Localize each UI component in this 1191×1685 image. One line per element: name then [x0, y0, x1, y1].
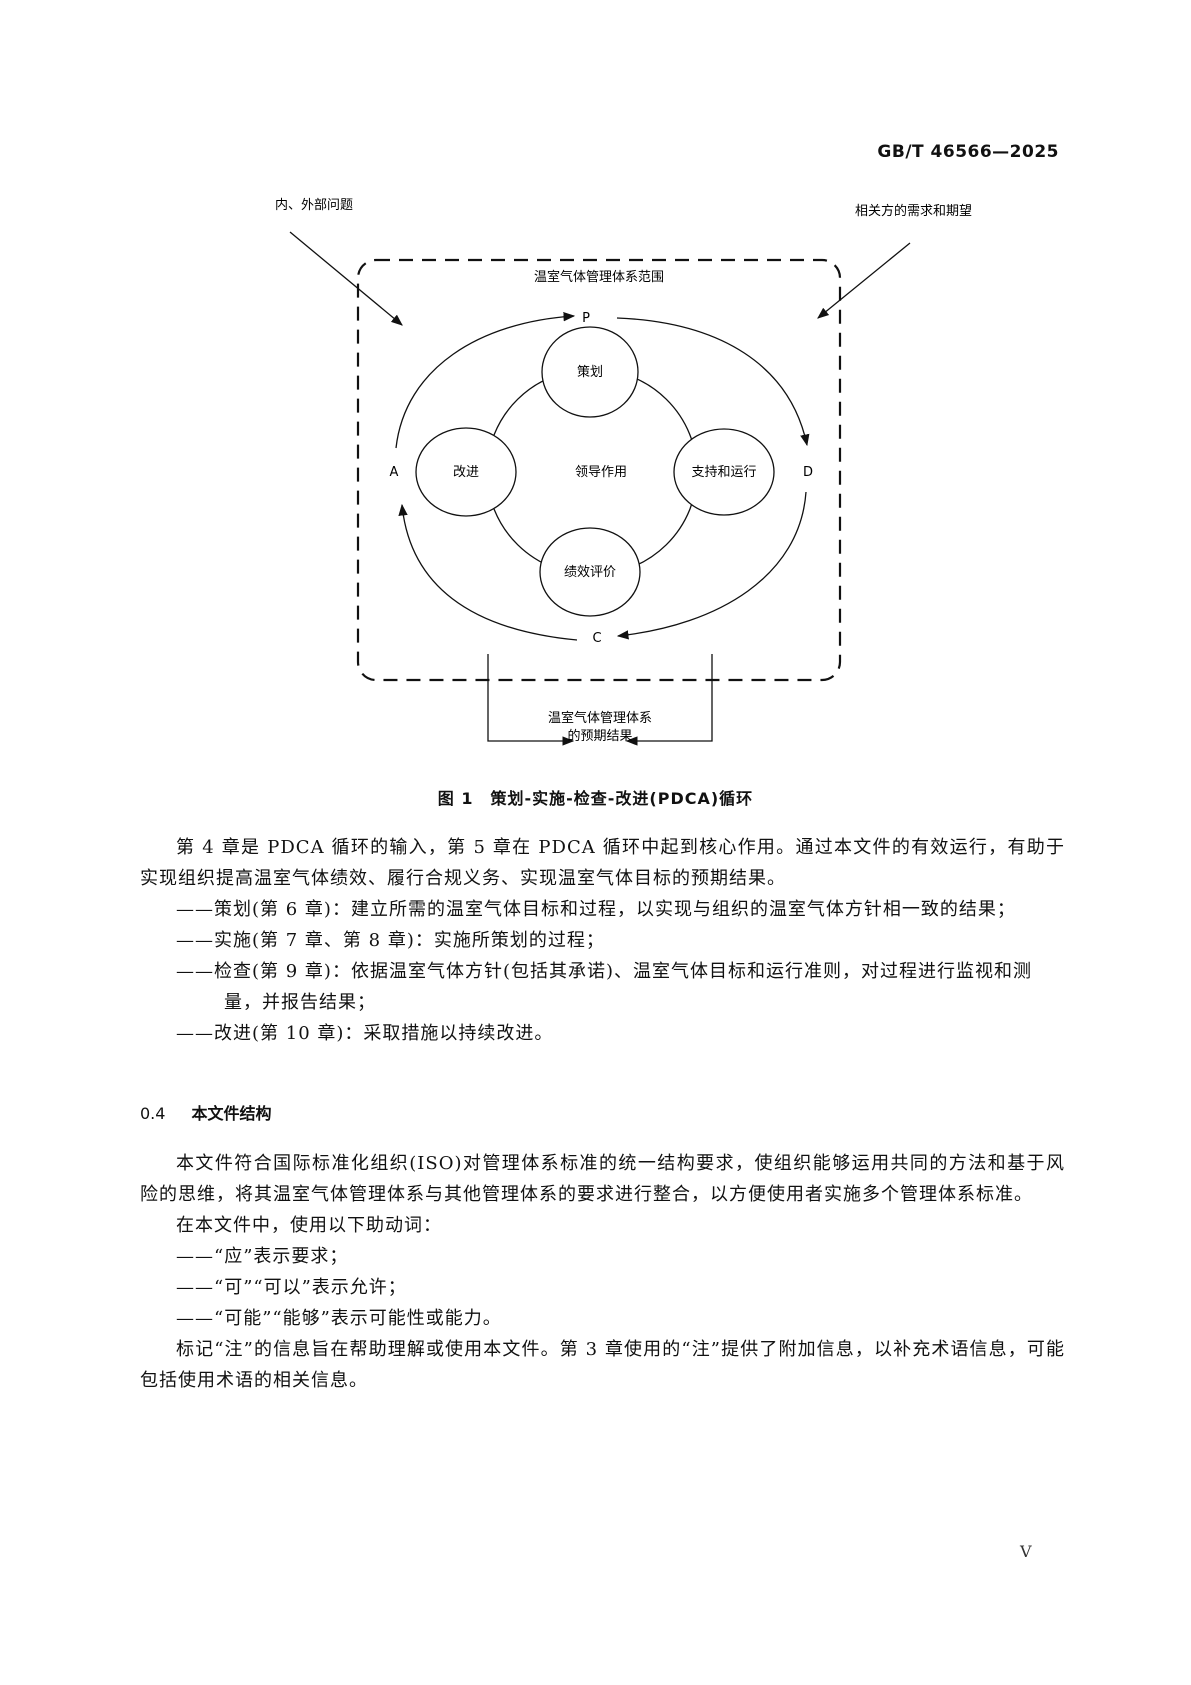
- arrow-d-to-c: [616, 491, 807, 640]
- support-circle: [673, 428, 775, 516]
- pdca-description: 第 4 章是 PDCA 循环的输入，第 5 章在 PDCA 循环中起到核心作用。…: [140, 832, 1065, 1049]
- output-bracket-right: [625, 654, 713, 746]
- stakeholder-needs-arrow: [817, 242, 911, 319]
- page-number: V: [1020, 1542, 1032, 1561]
- paragraph: 第 4 章是 PDCA 循环的输入，第 5 章在 PDCA 循环中起到核心作用。…: [140, 837, 1065, 889]
- figure-caption: 图 1 策划-实施-检查-改进(PDCA)循环: [437, 789, 754, 808]
- external-issues-label: 内、外部问题: [275, 197, 353, 213]
- improve-label: 改进: [453, 465, 479, 480]
- evaluate-circle: [539, 527, 641, 617]
- pdca-diagram: 内、外部问题 相关方的需求和期望 温室气体管理体系范围 P D C A 领导作用…: [275, 197, 972, 746]
- pdca-figure: 内、外部问题 相关方的需求和期望 温室气体管理体系范围 P D C A 领导作用…: [0, 0, 1191, 760]
- support-label: 支持和运行: [691, 465, 756, 480]
- list-item: ——策划(第 6 章)：建立所需的温室气体目标和过程，以实现与组织的温室气体方针…: [176, 899, 1016, 920]
- list-item: ——“可能”“能够”表示可能性或能力。: [176, 1308, 502, 1329]
- scope-label: 温室气体管理体系范围: [534, 269, 664, 285]
- paragraph: 标记“注”的信息旨在帮助理解或使用本文件。第 3 章使用的“注”提供了附加信息，…: [140, 1339, 1065, 1391]
- scope-boundary: [356, 258, 842, 682]
- document-id: GB/T 46566—2025: [877, 142, 1059, 162]
- output-label-line1: 温室气体管理体系: [548, 710, 652, 726]
- paragraph: 在本文件中，使用以下助动词：: [176, 1215, 442, 1236]
- list-item: ——“可”“可以”表示允许；: [176, 1277, 407, 1298]
- arrow-p-to-d: [616, 317, 810, 447]
- paragraph: 本文件符合国际标准化组织(ISO)对管理体系标准的统一结构要求，使组织能够运用共…: [140, 1153, 1065, 1205]
- list-item: ——“应”表示要求；: [176, 1246, 349, 1267]
- section-heading: 0.4 本文件结构: [140, 1100, 271, 1124]
- arrow-a-to-p: [395, 312, 576, 449]
- evaluate-label: 绩效评价: [564, 565, 616, 580]
- stakeholder-needs-label: 相关方的需求和期望: [855, 203, 972, 219]
- output-label-line2: 的预期结果: [567, 728, 632, 744]
- letter-d: D: [803, 465, 813, 480]
- plan-label: 策划: [577, 364, 603, 380]
- arrow-c-to-a: [398, 503, 578, 641]
- list-item: ——实施(第 7 章、第 8 章)：实施所策划的过程；: [176, 930, 605, 951]
- list-item: ——检查(第 9 章)：依据温室气体方针(包括其承诺)、温室气体目标和运行准则，…: [176, 961, 1032, 1013]
- improve-circle: [415, 427, 517, 517]
- section-title: 本文件结构: [191, 1104, 272, 1123]
- list-item: ——改进(第 10 章)：采取措施以持续改进。: [176, 1023, 554, 1044]
- letter-a: A: [390, 465, 399, 480]
- leadership-label: 领导作用: [575, 465, 627, 480]
- structure-description: 本文件符合国际标准化组织(ISO)对管理体系标准的统一结构要求，使组织能够运用共…: [140, 1148, 1065, 1396]
- letter-p: P: [582, 311, 590, 326]
- letter-c: C: [592, 631, 601, 646]
- external-issues-arrow: [289, 231, 403, 326]
- section-number: 0.4: [140, 1104, 166, 1123]
- output-bracket-left: [487, 654, 575, 746]
- plan-circle: [541, 326, 639, 418]
